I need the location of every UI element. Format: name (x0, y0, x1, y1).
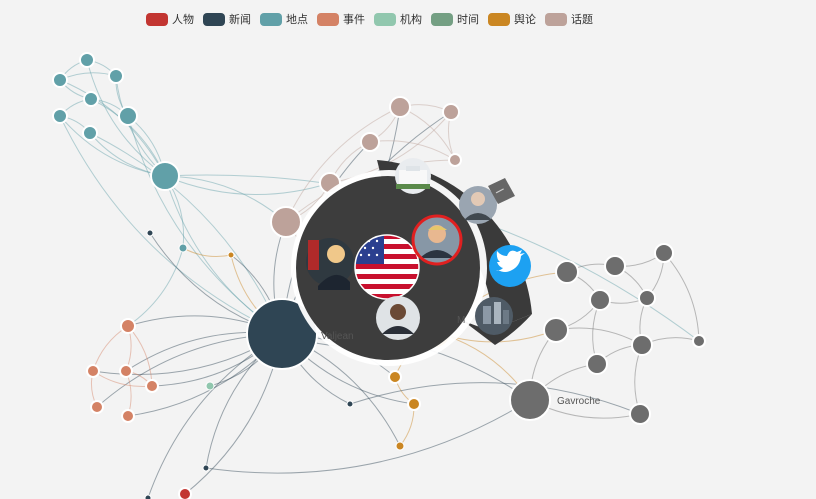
graph-edge (89, 132, 283, 335)
legend-label: 舆论 (514, 14, 536, 26)
graph-node[interactable] (83, 91, 99, 107)
graph-node[interactable] (638, 289, 656, 307)
graph-node[interactable] (654, 243, 674, 263)
graph-node[interactable] (692, 334, 706, 348)
graph-node[interactable] (178, 487, 192, 499)
legend-label: 人物 (172, 14, 194, 26)
legend-item[interactable]: 地点 (260, 11, 308, 27)
graph-node[interactable] (52, 108, 68, 124)
legend-label: 话题 (571, 14, 593, 26)
graph-node[interactable] (346, 400, 354, 408)
graph-node[interactable] (407, 397, 421, 411)
graph-node[interactable] (448, 153, 462, 167)
graph-node[interactable] (629, 403, 651, 425)
graph-node[interactable] (586, 353, 608, 375)
legend: 人物 新闻 地点 事件 机构 时间 舆论 话题 (146, 11, 602, 27)
legend-label: 时间 (457, 14, 479, 26)
legend-swatch (203, 12, 225, 26)
graph-edge (127, 115, 283, 335)
graph-edge (86, 59, 166, 177)
graph-nodes (52, 52, 706, 499)
graph-edge (182, 247, 232, 257)
legend-swatch (260, 12, 282, 26)
graph-edge (92, 325, 129, 372)
graph-node[interactable] (144, 494, 152, 499)
graph-node[interactable] (150, 161, 180, 191)
graph-edge (127, 325, 153, 387)
legend-swatch (488, 12, 510, 26)
graph-node[interactable] (108, 68, 124, 84)
graph-edge (59, 115, 283, 335)
marius-label: M (457, 315, 465, 326)
graph-node[interactable] (442, 103, 460, 121)
legend-item[interactable]: 事件 (317, 11, 365, 27)
graph-node[interactable] (360, 132, 380, 152)
graph-node[interactable] (52, 72, 68, 88)
graph-edge (127, 247, 184, 327)
radial-menu: ━━ (291, 158, 532, 366)
legend-item[interactable]: 新闻 (203, 11, 251, 27)
graph-edge (59, 72, 117, 81)
graph-node[interactable] (270, 206, 302, 238)
graph-node[interactable] (543, 317, 569, 343)
svg-text:━━: ━━ (494, 186, 506, 197)
graph-node[interactable] (589, 289, 611, 311)
graph-edge (164, 175, 331, 196)
graph-node[interactable] (227, 251, 235, 259)
gavroche-label: Gavroche (557, 396, 601, 407)
person-photo-icon[interactable] (459, 186, 497, 224)
legend-swatch (374, 12, 396, 26)
graph-node[interactable] (79, 52, 95, 68)
legend-label: 地点 (286, 14, 308, 26)
graph-node[interactable] (202, 464, 210, 472)
legend-item[interactable]: 舆论 (488, 11, 536, 27)
graph-node[interactable] (631, 334, 653, 356)
legend-swatch (545, 12, 567, 26)
graph-node[interactable] (388, 370, 402, 384)
tag-icon[interactable]: ━━ (488, 178, 515, 204)
graph-edge (285, 106, 401, 223)
graph-edge (349, 382, 641, 415)
graph-edge (205, 399, 531, 474)
twitter-icon[interactable] (489, 245, 531, 287)
graph-node[interactable] (395, 441, 405, 451)
graph-node[interactable] (82, 125, 98, 141)
graph-node[interactable] (509, 379, 551, 421)
legend-item[interactable]: 机构 (374, 11, 422, 27)
obama-photo-icon[interactable] (376, 296, 420, 340)
legend-swatch (317, 12, 339, 26)
legend-item[interactable]: 人物 (146, 11, 194, 27)
legend-label: 新闻 (229, 14, 251, 26)
graph-node[interactable] (604, 255, 626, 277)
hillary-photo-icon[interactable] (306, 238, 354, 290)
graph-node[interactable] (120, 318, 136, 334)
city-photo-icon[interactable] (475, 297, 513, 335)
graph-node[interactable] (86, 364, 100, 378)
trump-photo-icon[interactable] (411, 214, 463, 266)
us-flag-icon[interactable] (354, 234, 420, 300)
legend-item[interactable]: 话题 (545, 11, 593, 27)
legend-label: 机构 (400, 14, 422, 26)
graph-node[interactable] (178, 243, 188, 253)
graph-node[interactable] (146, 229, 154, 237)
legend-swatch (146, 12, 168, 26)
graph-node[interactable] (90, 400, 104, 414)
graph-node[interactable] (389, 96, 411, 118)
graph-node[interactable] (118, 106, 138, 126)
graph-edge (59, 79, 166, 177)
graph-node[interactable] (119, 364, 133, 378)
graph-edge (329, 111, 452, 184)
graph-node[interactable] (555, 260, 579, 284)
graph-node[interactable] (145, 379, 159, 393)
white-house-photo-icon[interactable] (395, 158, 431, 194)
valjean-label: Valjean (321, 331, 354, 342)
legend-label: 事件 (343, 14, 365, 26)
legend-item[interactable]: 时间 (431, 11, 479, 27)
graph-node[interactable] (205, 381, 215, 391)
graph-edge (369, 140, 456, 161)
graph-node[interactable] (121, 409, 135, 423)
legend-swatch (431, 12, 453, 26)
